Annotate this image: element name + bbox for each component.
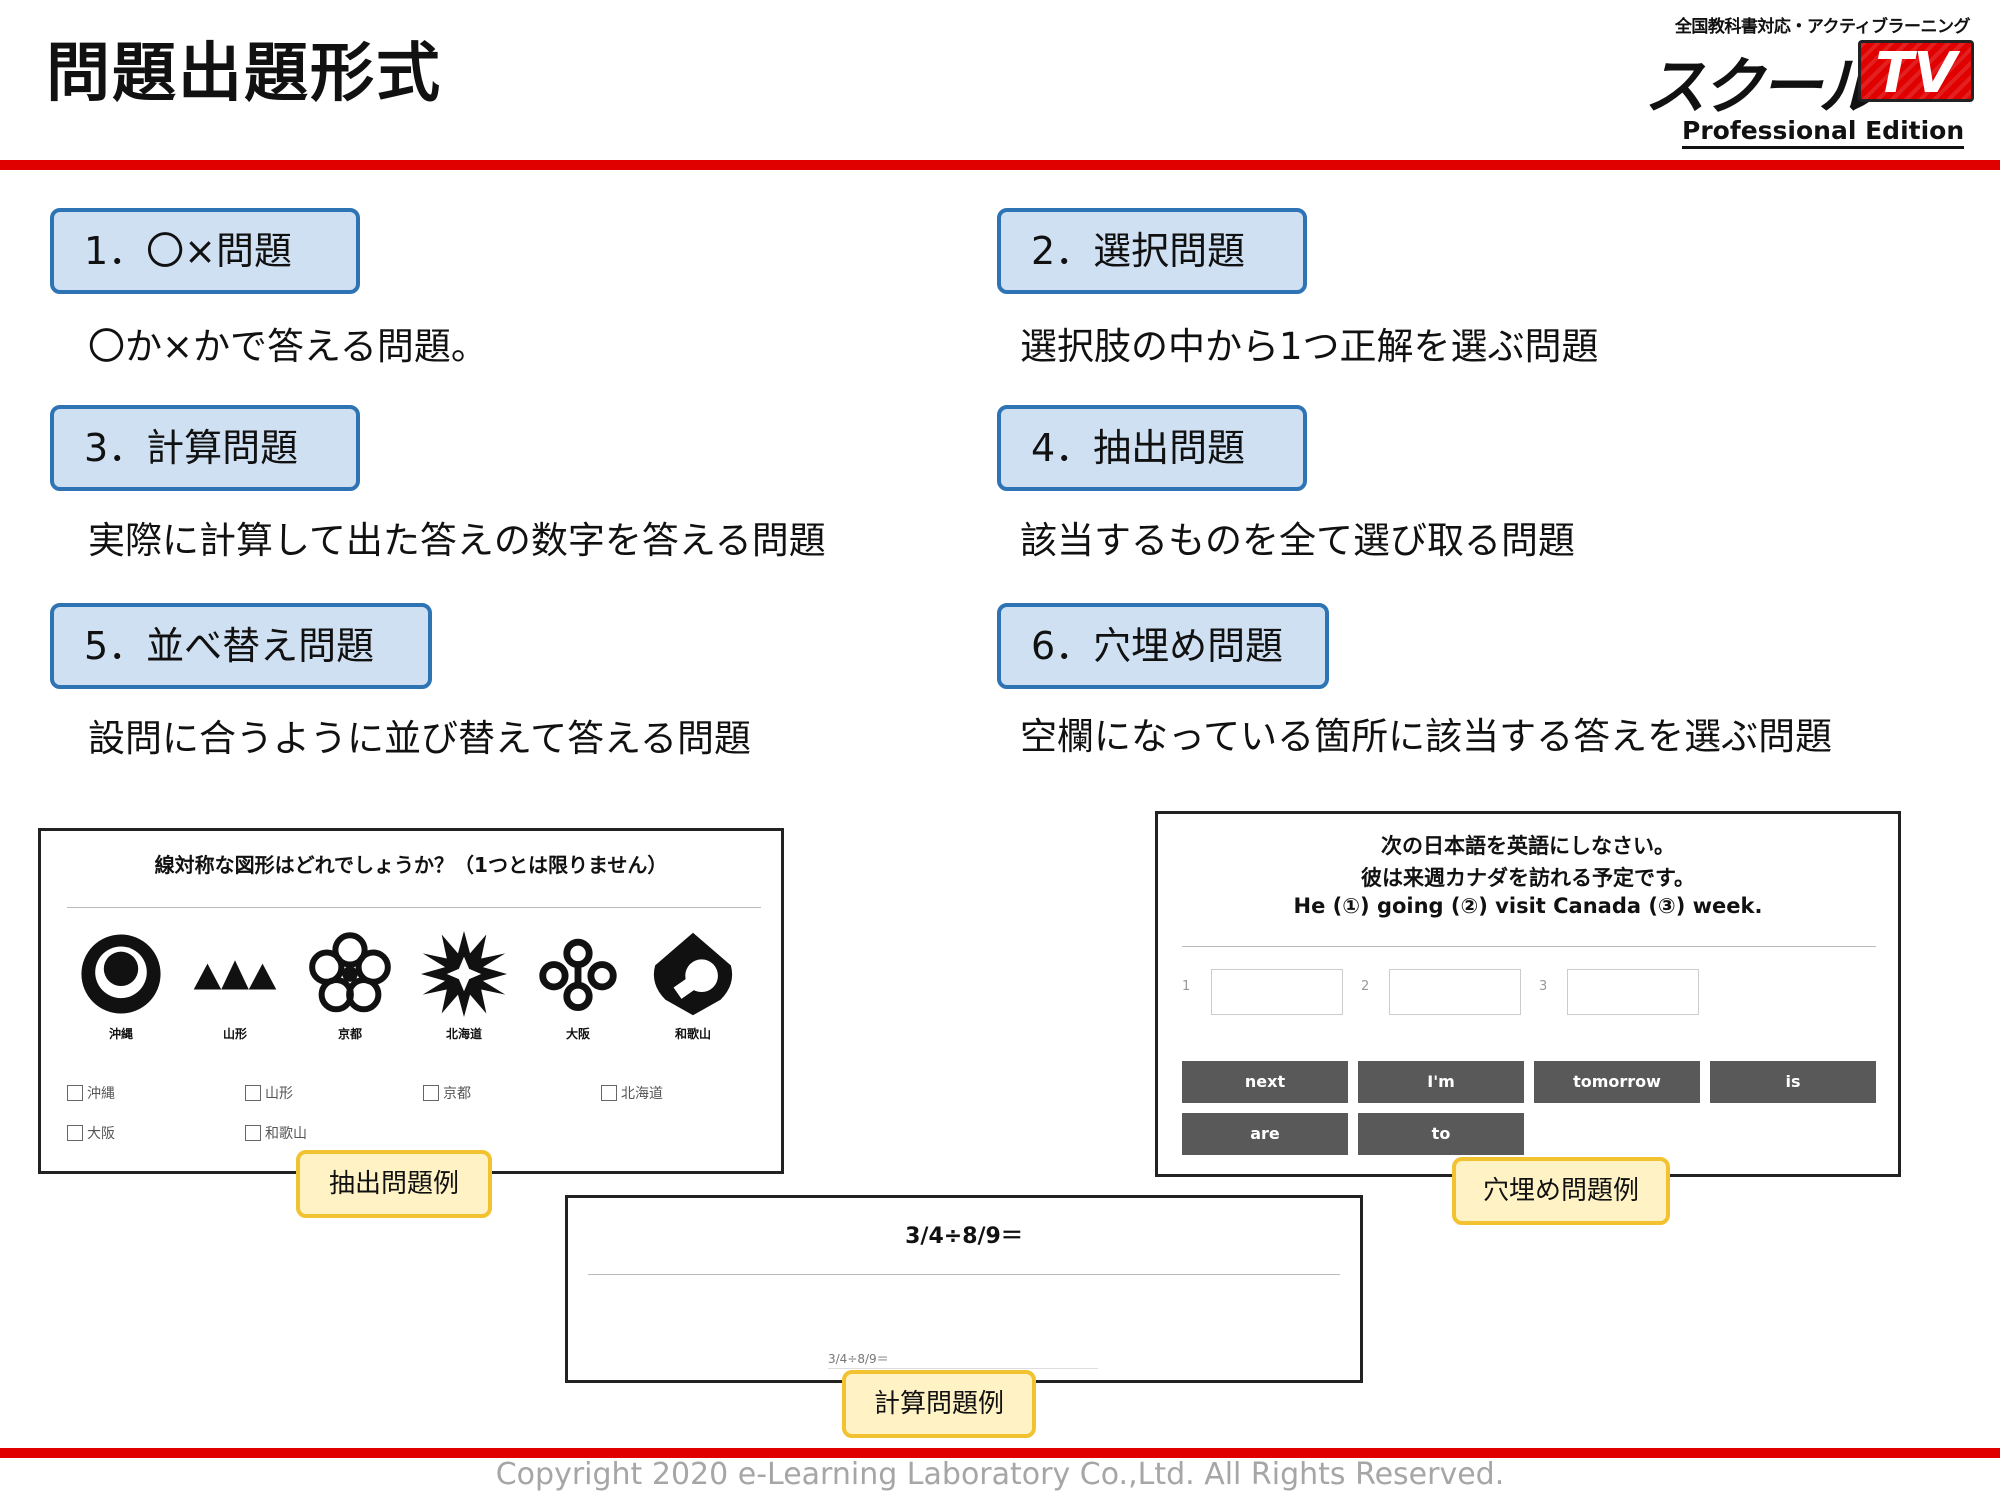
emblem-label: 沖縄 xyxy=(108,1027,133,1041)
divider xyxy=(67,907,761,908)
type-desc-fill: 空欄になっている箇所に該当する答えを選ぶ問題 xyxy=(1020,715,1833,758)
word-option-to[interactable]: to xyxy=(1358,1113,1524,1155)
checkbox-osaka[interactable]: 大阪 xyxy=(67,1123,115,1143)
divider xyxy=(1182,946,1876,947)
osaka-emblem-icon xyxy=(539,938,617,1011)
extract-example-tag: 抽出問題例 xyxy=(296,1150,492,1218)
emblem-kyoto: 京都 xyxy=(305,931,395,1042)
blank-input-1[interactable] xyxy=(1211,969,1343,1015)
wakayama-emblem-icon xyxy=(653,932,733,1016)
checkbox-icon[interactable] xyxy=(245,1085,261,1101)
word-option-next[interactable]: next xyxy=(1182,1061,1348,1103)
calc-answer-prompt: 3/4÷8/9＝ xyxy=(828,1352,889,1366)
hokkaido-emblem-icon xyxy=(421,931,507,1017)
logo-name: スクール xyxy=(1644,50,1880,123)
type-desc-maru-batsu: 〇か×かで答える問題。 xyxy=(88,325,488,368)
fill-example-tag: 穴埋め問題例 xyxy=(1452,1157,1670,1225)
fill-japanese: 彼は来週カナダを訪れる予定です。 xyxy=(1361,866,1695,890)
emblem-hokkaido: 北海道 xyxy=(419,931,509,1042)
emblem-label: 京都 xyxy=(337,1027,362,1041)
type-desc-extract: 該当するものを全て選び取る問題 xyxy=(1020,519,1575,562)
blank-input-3[interactable] xyxy=(1567,969,1699,1015)
logo-tagline: 全国教科書対応・アクティブラーニング xyxy=(1674,17,1971,37)
extract-example-panel: 線対称な図形はどれでしょうか？（1つとは限りません） 沖縄 山形 xyxy=(38,828,784,1174)
checkbox-icon[interactable] xyxy=(423,1085,439,1101)
okinawa-emblem-icon xyxy=(81,934,161,1014)
checkbox-icon[interactable] xyxy=(601,1085,617,1101)
yamagata-emblem-icon xyxy=(193,960,277,990)
blank-number: 1 xyxy=(1182,979,1191,994)
type-box-sort: 5．並べ替え問題 xyxy=(50,603,432,689)
checkbox-kyoto[interactable]: 京都 xyxy=(423,1083,471,1103)
emblem-label: 山形 xyxy=(222,1027,247,1041)
checkbox-icon[interactable] xyxy=(67,1085,83,1101)
type-desc-sort: 設問に合うように並び替えて答える問題 xyxy=(88,717,752,760)
logo-tv: TV xyxy=(1858,40,1974,105)
extract-question: 線対称な図形はどれでしょうか？（1つとは限りません） xyxy=(154,853,668,877)
type-box-extract: 4．抽出問題 xyxy=(997,405,1307,491)
word-option-are[interactable]: are xyxy=(1182,1113,1348,1155)
logo-edition: Professional Edition xyxy=(1682,116,1965,149)
blank-number: 3 xyxy=(1539,979,1548,994)
checkbox-yamagata[interactable]: 山形 xyxy=(245,1083,293,1103)
emblem-label: 和歌山 xyxy=(674,1027,711,1041)
checkbox-okinawa[interactable]: 沖縄 xyxy=(67,1083,115,1103)
type-box-fill: 6．穴埋め問題 xyxy=(997,603,1329,689)
checkbox-icon[interactable] xyxy=(245,1125,261,1141)
header-divider xyxy=(0,160,2000,170)
page-title: 問題出題形式 xyxy=(46,37,442,111)
emblem-yamagata: 山形 xyxy=(190,931,280,1042)
fill-english: He (①) going (②) visit Canada (③) week. xyxy=(1293,894,1763,918)
emblem-label: 北海道 xyxy=(445,1027,482,1041)
checkbox-hokkaido[interactable]: 北海道 xyxy=(601,1083,663,1103)
school-tv-logo: 全国教科書対応・アクティブラーニング スクール TV Professional … xyxy=(1640,8,1980,158)
calc-answer-line[interactable] xyxy=(828,1368,1098,1369)
kyoto-emblem-icon xyxy=(309,932,391,1013)
word-option-tomorrow[interactable]: tomorrow xyxy=(1534,1061,1700,1103)
emblem-okinawa: 沖縄 xyxy=(76,931,166,1042)
copyright: Copyright 2020 e-Learning Laboratory Co.… xyxy=(495,1457,1505,1492)
calc-question: 3/4÷8/9＝ xyxy=(905,1224,1023,1249)
blank-number: 2 xyxy=(1361,979,1370,994)
type-box-choice: 2．選択問題 xyxy=(997,208,1307,294)
divider xyxy=(588,1274,1340,1275)
word-option-is[interactable]: is xyxy=(1710,1061,1876,1103)
blank-input-2[interactable] xyxy=(1389,969,1521,1015)
type-box-calc: 3．計算問題 xyxy=(50,405,360,491)
calc-example-panel: 3/4÷8/9＝ 3/4÷8/9＝ xyxy=(565,1195,1363,1383)
calc-example-tag: 計算問題例 xyxy=(842,1370,1036,1438)
checkbox-icon[interactable] xyxy=(67,1125,83,1141)
footer-divider xyxy=(0,1448,2000,1458)
fill-example-panel: 次の日本語を英語にしなさい。 彼は来週カナダを訪れる予定です。 He (①) g… xyxy=(1155,811,1901,1177)
checkbox-wakayama[interactable]: 和歌山 xyxy=(245,1123,307,1143)
type-desc-calc: 実際に計算して出た答えの数字を答える問題 xyxy=(88,519,826,562)
word-option-im[interactable]: I'm xyxy=(1358,1061,1524,1103)
emblem-osaka: 大阪 xyxy=(533,931,623,1042)
type-box-maru-batsu: 1．〇×問題 xyxy=(50,208,360,294)
fill-instruction: 次の日本語を英語にしなさい。 xyxy=(1381,834,1675,858)
emblem-wakayama: 和歌山 xyxy=(648,931,738,1042)
type-desc-choice: 選択肢の中から1つ正解を選ぶ問題 xyxy=(1020,325,1599,368)
emblem-label: 大阪 xyxy=(565,1027,590,1041)
